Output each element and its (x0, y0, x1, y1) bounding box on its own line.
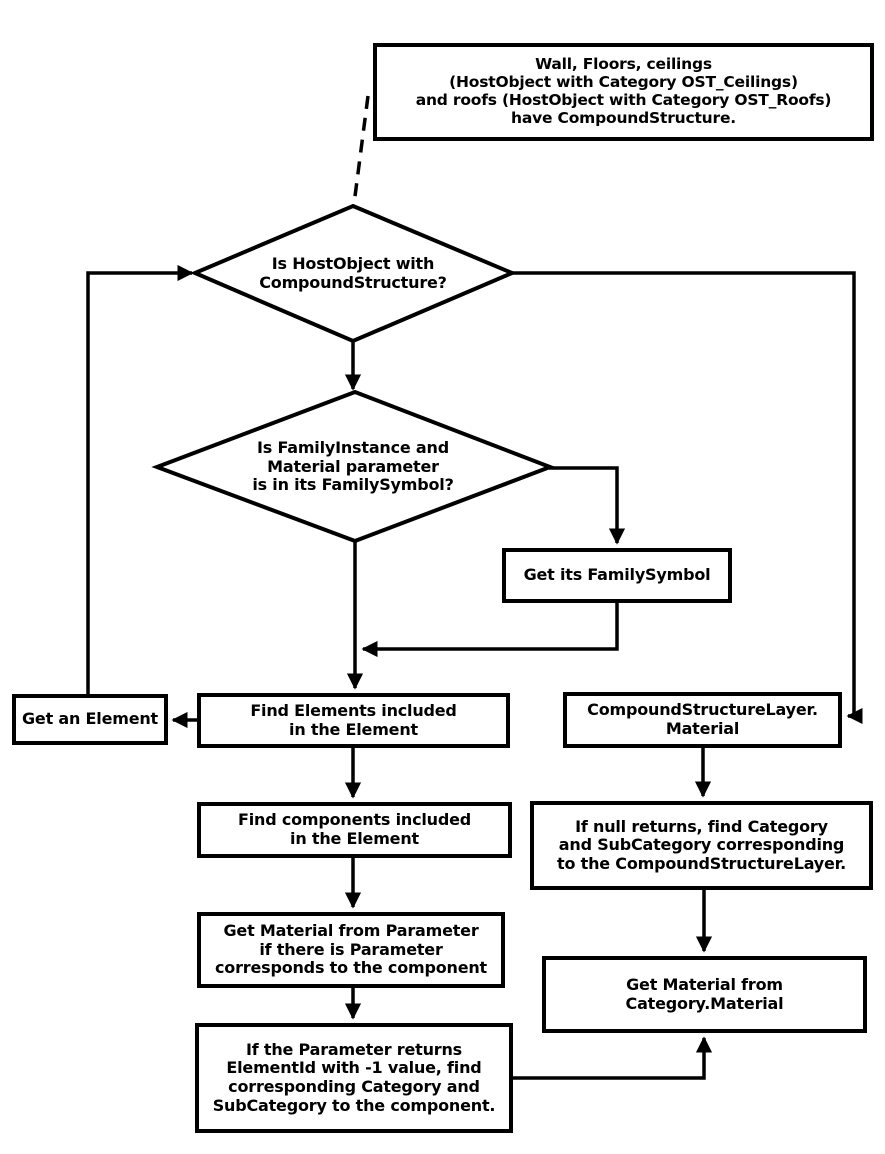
connector-decision1-compoundlayer (510, 271, 863, 725)
decision-diamond-family-instance (151, 389, 556, 544)
node-if-parameter-returns: If the Parameter returns ElementId with … (195, 1023, 513, 1133)
node-compound-structure-layer: CompoundStructureLayer. Material (563, 692, 842, 748)
node-find-elements: Find Elements included in the Element (197, 693, 510, 748)
node-get-material-from-parameter: Get Material from Parameter if there is … (197, 912, 505, 988)
node-top-note: Wall, Floors, ceilings (HostObject with … (373, 43, 874, 141)
node-if-null-returns: If null returns, find Category and SubCa… (530, 801, 873, 890)
connector-element-decision1 (86, 264, 194, 694)
connector-decision2-familysymbol (549, 466, 626, 545)
decision-diamond-host-object (189, 203, 518, 344)
connector-familysymbol-spine (361, 603, 619, 658)
connector-note-dashed (352, 95, 370, 205)
node-get-an-element: Get an Element (12, 694, 168, 745)
node-get-family-symbol: Get its FamilySymbol (502, 548, 732, 603)
node-get-material-from-category: Get Material from Category.Material (542, 956, 867, 1033)
connector-ifparameter-materialcategory (513, 1036, 713, 1080)
node-find-components: Find components included in the Element (197, 802, 512, 858)
